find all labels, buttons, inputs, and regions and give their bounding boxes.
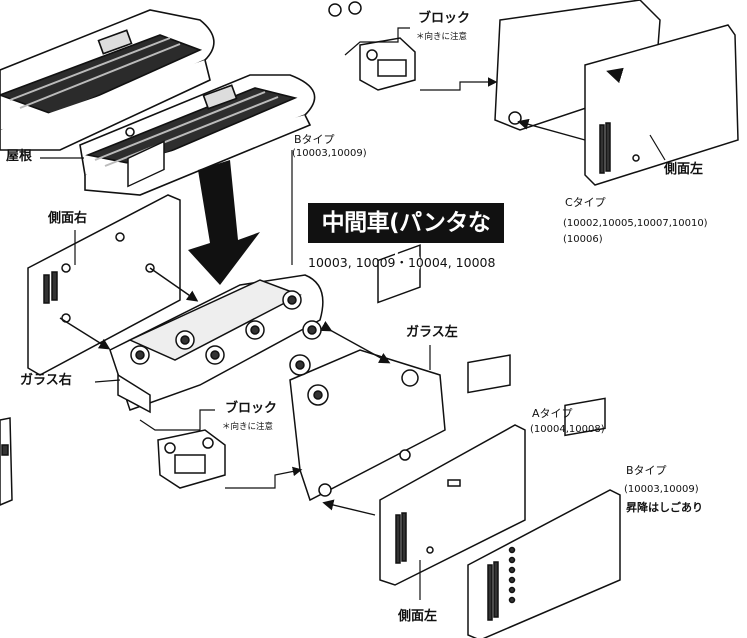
b-type-bottom-name: Bタイプ: [626, 464, 667, 477]
block-upper-leader: [344, 27, 410, 56]
c-type-name: Cタイプ: [565, 196, 606, 209]
block-top-label: ブロック: [418, 11, 471, 26]
side-left-top-leader: [649, 134, 666, 161]
block-upper-arrow: [420, 77, 498, 91]
side-panel-right: [27, 140, 181, 376]
block-bottom-label: ブロック: [225, 401, 278, 416]
glass-arrow-upper: [606, 67, 624, 84]
side-panel-left-b: [467, 397, 621, 638]
b-type-bottom-note: 昇降はしごあり: [626, 501, 703, 514]
side-panel-left-a: [379, 354, 526, 586]
block-lower-arrow: [225, 466, 303, 489]
a-type-name: Aタイプ: [532, 407, 573, 420]
block-bottom-note: ＊向きに注意: [222, 422, 274, 432]
roof-label: 屋根: [6, 149, 33, 164]
fragment-left-edge: [0, 417, 13, 506]
side-left-top-label: 側面左: [664, 162, 704, 177]
chassis-main: [109, 244, 446, 502]
a-type-codes: (10004,10008): [530, 424, 605, 435]
block-top-note: ＊向きに注意: [416, 32, 468, 42]
a-panel-arrow: [322, 499, 376, 516]
b-type-top-codes: (10003,10009): [292, 148, 367, 159]
block-lower: [157, 429, 226, 489]
c-type-codes: (10002,10005,10007,10010): [563, 218, 708, 229]
b-type-top-name: Bタイプ: [294, 133, 335, 146]
side-right-arrow-1: [59, 317, 111, 350]
side-panel-left-c: [584, 24, 739, 186]
c-panel-arrow: [517, 118, 586, 141]
down-arrow-icon: [188, 160, 260, 285]
glass-left-arrow: [319, 321, 391, 364]
side-right-arrow-2: [149, 267, 199, 302]
banner-title: 中間車(パンタなし): [308, 203, 504, 276]
c-type-codes-2: (10006): [563, 234, 603, 245]
side-left-bottom-label: 側面左: [398, 609, 438, 624]
side-right-label: 側面右: [48, 211, 88, 226]
roof-upper: [0, 9, 215, 151]
b-type-bottom-codes: (10003,10009): [624, 484, 699, 495]
banner-numbers: 10003, 10009・10004, 10008: [308, 255, 496, 270]
glass-left-label: ガラス左: [406, 325, 458, 340]
block-lower-leader: [139, 409, 215, 431]
glass-right-leader: [94, 379, 121, 383]
block-upper: [359, 37, 416, 91]
glass-right-label: ガラス右: [20, 373, 72, 388]
